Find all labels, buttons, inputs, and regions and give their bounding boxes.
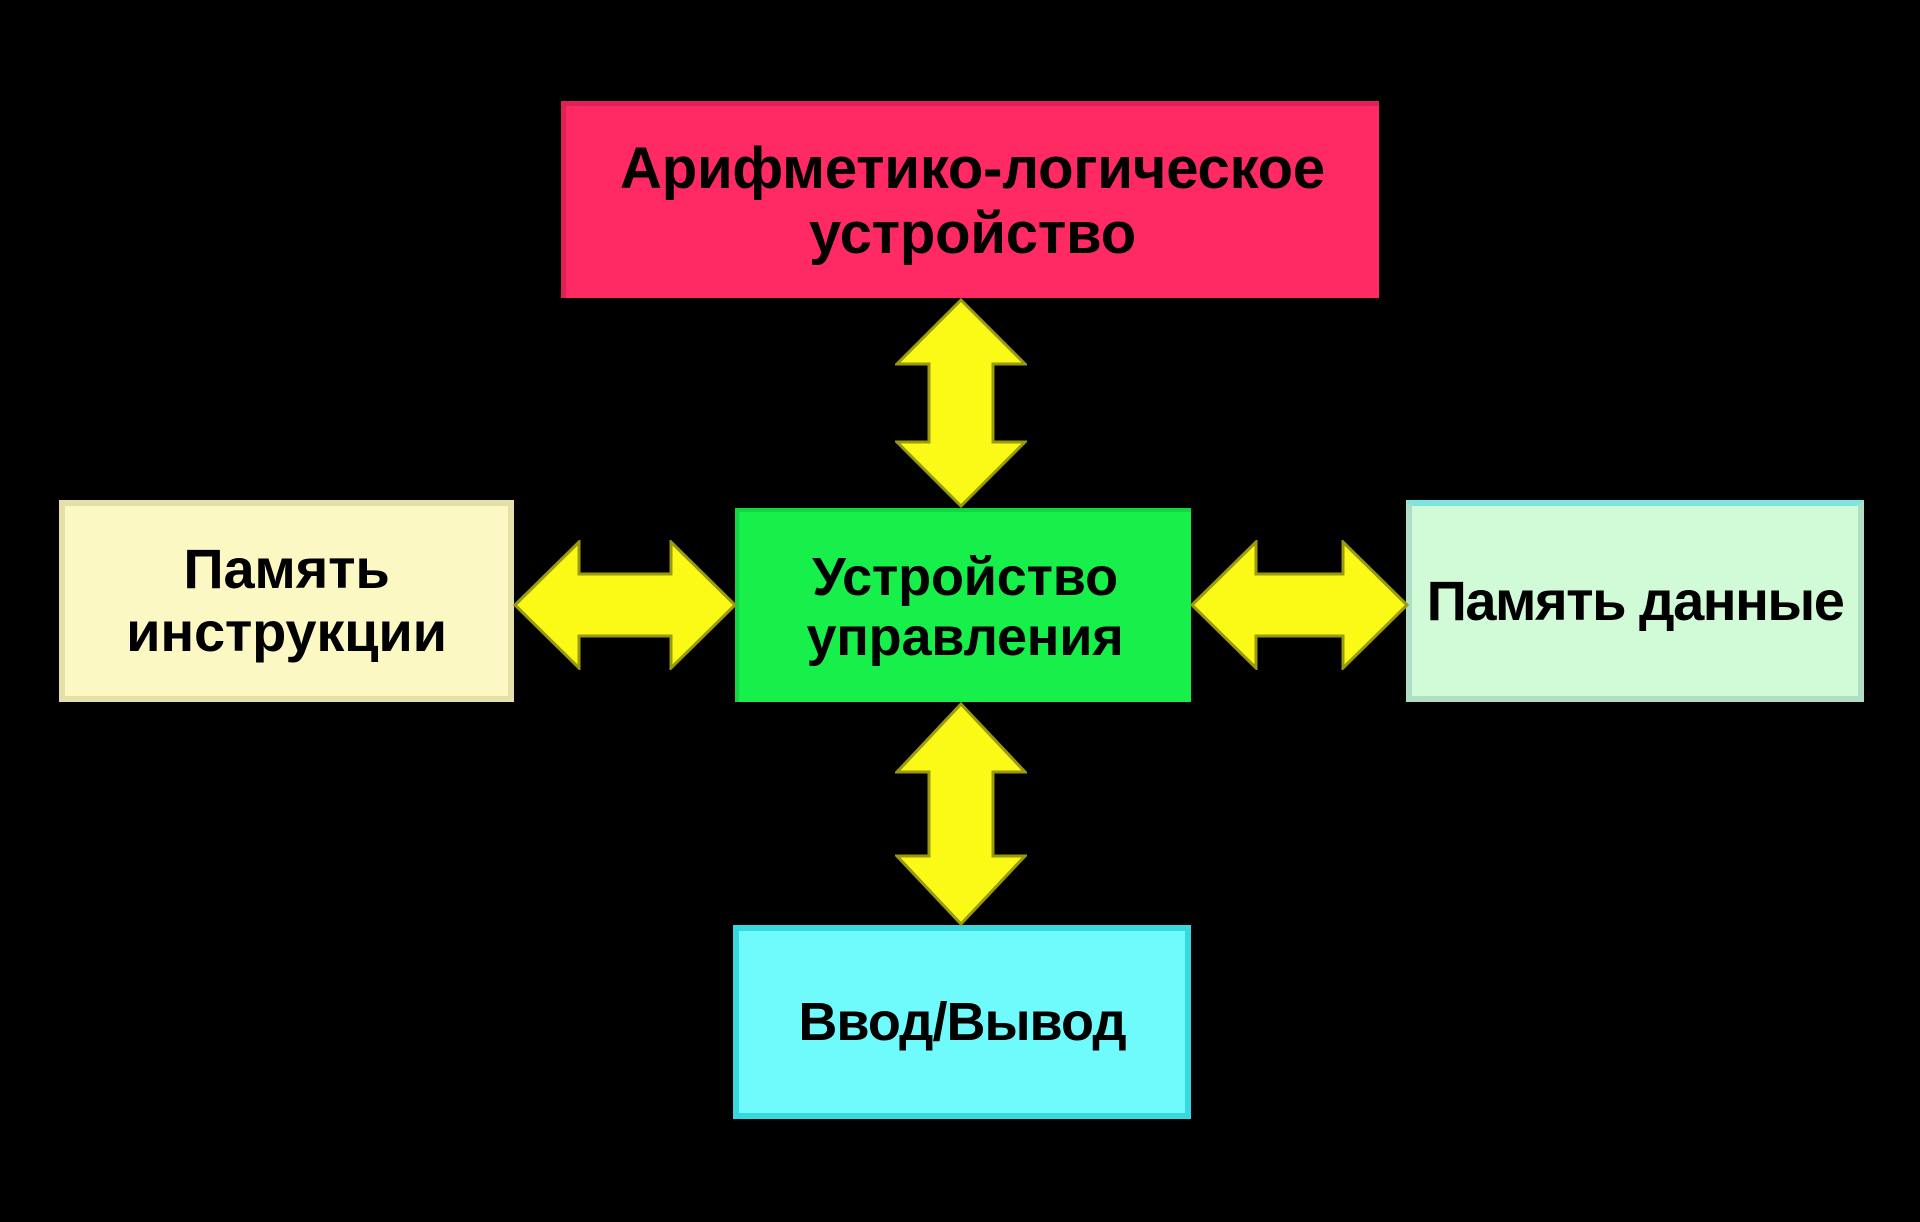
node-data-memory[interactable]: Память данные <box>1406 500 1864 702</box>
node-input-output[interactable]: Ввод/Вывод <box>733 925 1191 1119</box>
double-arrow-horizontal-icon-control-data-memory <box>1190 540 1409 670</box>
double-arrow-vertical-icon-alu-control <box>895 298 1027 508</box>
double-arrow-vertical-icon-control-input-output <box>895 702 1027 926</box>
node-alu-label: Арифметико-логическое устройство <box>620 136 1325 266</box>
node-instruction-memory-label: Память инструкции <box>126 537 447 663</box>
double-arrow-horizontal-icon-instruction-memory-control <box>513 540 737 670</box>
node-arithmetic-logic-unit[interactable]: Арифметико-логическое устройство <box>561 101 1379 298</box>
node-data-memory-label: Память данные <box>1426 568 1845 632</box>
node-control-unit-label: Устройство управления <box>806 546 1124 667</box>
node-input-output-label: Ввод/Вывод <box>798 991 1126 1052</box>
node-control-unit[interactable]: Устройство управления <box>735 508 1191 702</box>
node-instruction-memory[interactable]: Память инструкции <box>59 500 514 702</box>
